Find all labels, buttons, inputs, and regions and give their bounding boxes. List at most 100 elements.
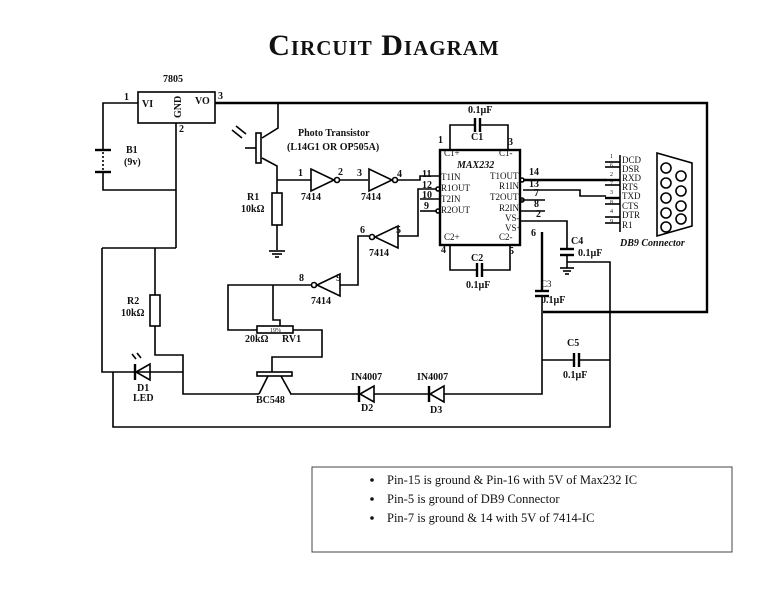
inverters-0-out-label: 2: [338, 167, 343, 178]
max232-pins-p13-label: 13: [529, 179, 539, 190]
rv1-body-label: 19%: [270, 328, 281, 334]
capacitor-c3: C3 0.1µF: [535, 279, 565, 306]
inverters-3-in-label: 9: [336, 273, 341, 284]
capacitors-c2-name-label: C2: [471, 253, 483, 264]
max232-labels-r1in-label: R1IN: [499, 181, 520, 191]
inverters-3-part-label: 7414: [311, 296, 331, 307]
max232-pins-p11-label: 11: [422, 169, 431, 180]
db9-pin-hole: [675, 170, 687, 182]
db9-pins-1-num-label: 6: [610, 163, 613, 169]
inverters-3-out-label: 8: [299, 273, 304, 284]
max232-pins-p10-label: 10: [422, 190, 432, 201]
max232-labels-t1out-label: T1OUT: [490, 171, 519, 181]
bullet-icon: [370, 516, 374, 520]
phototransistor-name-label: Photo Transistor: [298, 128, 370, 139]
max232-labels-r2out-label: R2OUT: [441, 205, 471, 215]
capacitor-c5: C5 0.1µF: [563, 338, 587, 381]
battery-icon: B1 (9v): [95, 145, 141, 174]
db9-pins-6-label-label: DTR: [622, 210, 640, 220]
notes-box: Pin-15 is ground & Pin-16 with 5V of Max…: [311, 466, 733, 553]
note-item: Pin-5 is ground of DB9 Connector: [387, 492, 560, 506]
db9-pins-3-label-label: RTS: [622, 182, 638, 192]
inverters-1-in-label: 3: [357, 168, 362, 179]
capacitor-c4: C4 0.1µF: [560, 236, 602, 275]
capacitors-c3-name-label: C3: [541, 279, 552, 289]
phototransistor-part-label: (L14G1 OR OP505A): [287, 142, 379, 153]
r2-name-label: R2: [127, 296, 139, 307]
db9-pins-2-label-label: RXD: [622, 173, 642, 183]
db9-pins-0-num-label: 1: [610, 154, 613, 160]
max232-labels-c1m-label: C1-: [499, 148, 513, 158]
r1-value-label: 10kΩ: [241, 204, 265, 215]
db9-pin-hole: [660, 177, 672, 189]
capacitors-c3-value-label: 0.1µF: [541, 295, 565, 306]
max232-name-label: MAX232: [456, 160, 494, 171]
inverter-4: 9 8 7414: [299, 272, 341, 307]
db9-pins-7-label-label: R1: [622, 220, 633, 230]
db9-pin-hole: [675, 200, 687, 212]
capacitors-c5-value-label: 0.1µF: [563, 370, 587, 381]
led-name-label: D1: [137, 383, 149, 394]
max232-pins-p2-label: 2: [536, 209, 541, 220]
db9-pin-hole: [675, 213, 687, 225]
db9-pin-hole: [660, 192, 672, 204]
ground-icon: [269, 250, 285, 258]
capacitors-c4-name-label: C4: [571, 236, 583, 247]
max232-labels-t2in-label: T2IN: [441, 194, 461, 204]
db9-pin-txd: 3 TXD: [605, 190, 641, 201]
max232-pins-p9-label: 9: [424, 201, 429, 212]
max232-pins-p3-label: 3: [508, 137, 513, 148]
inverter-3: 5 6 7414: [360, 224, 401, 259]
max232-labels-c1p-label: C1+: [444, 148, 460, 158]
regulator-name-label: 7805: [163, 74, 183, 85]
phototransistor-icon: Photo Transistor (L14G1 OR OP505A): [231, 125, 379, 164]
d2-name-label: D2: [361, 403, 373, 414]
diode-d3: IN4007 D3: [417, 372, 448, 416]
max232-ic: C1+ C1- MAX232 T1IN R1OUT T2IN R2OUT T1O…: [422, 135, 541, 257]
inverters-1-out-label: 4: [397, 169, 402, 180]
db9-pins-4-num-label: 3: [610, 190, 613, 196]
capacitors-c1-value-label: 0.1µF: [468, 105, 492, 116]
rv1-name-label: RV1: [282, 334, 301, 345]
max232-labels-t2out-label: T2OUT: [490, 192, 519, 202]
r2-value-label: 10kΩ: [121, 308, 145, 319]
max232-labels-vsm-label: VS-: [505, 213, 520, 223]
d2-part-label: IN4007: [351, 372, 382, 383]
regulator-vo-label: VO: [195, 96, 210, 107]
max232-pins-p5-label: 5: [509, 246, 514, 257]
regulator-vi-label: VI: [142, 99, 153, 110]
db9-pins-4-label-label: TXD: [622, 191, 641, 201]
regulator-pin_gnd-label: 2: [179, 124, 184, 135]
inverter-1: 1 2 7414: [298, 167, 343, 203]
db9-pin-hole: [660, 221, 672, 233]
db9-pin-hole: [660, 162, 672, 174]
d3-part-label: IN4007: [417, 372, 448, 383]
max232-labels-vsp-label: VS+: [505, 223, 522, 233]
capacitors-c1-name-label: C1: [471, 132, 483, 143]
wires: [101, 101, 709, 428]
d3-name-label: D3: [430, 405, 442, 416]
resistor-r2: R2 10kΩ: [121, 294, 161, 327]
max232-labels-c2m-label: C2-: [499, 232, 513, 242]
transistor-bc548: BC548: [256, 371, 293, 406]
battery-value-label: (9v): [124, 157, 141, 168]
diode-d2: IN4007 D2: [351, 372, 382, 414]
db9-pin-hole: [675, 185, 687, 197]
inverters-0-part-label: 7414: [301, 192, 321, 203]
max232-labels-r2in-label: R2IN: [499, 203, 520, 213]
inverter-2: 3 4 7414: [357, 167, 402, 203]
bullet-icon: [370, 497, 374, 501]
capacitor-c1: 0.1µF C1: [468, 105, 492, 143]
note-item: Pin-15 is ground & Pin-16 with 5V of Max…: [387, 473, 637, 487]
resistor-r1: R1 10kΩ: [241, 192, 283, 226]
db9-pin-hole: [660, 207, 672, 219]
max232-labels-r1out-label: R1OUT: [441, 183, 471, 193]
